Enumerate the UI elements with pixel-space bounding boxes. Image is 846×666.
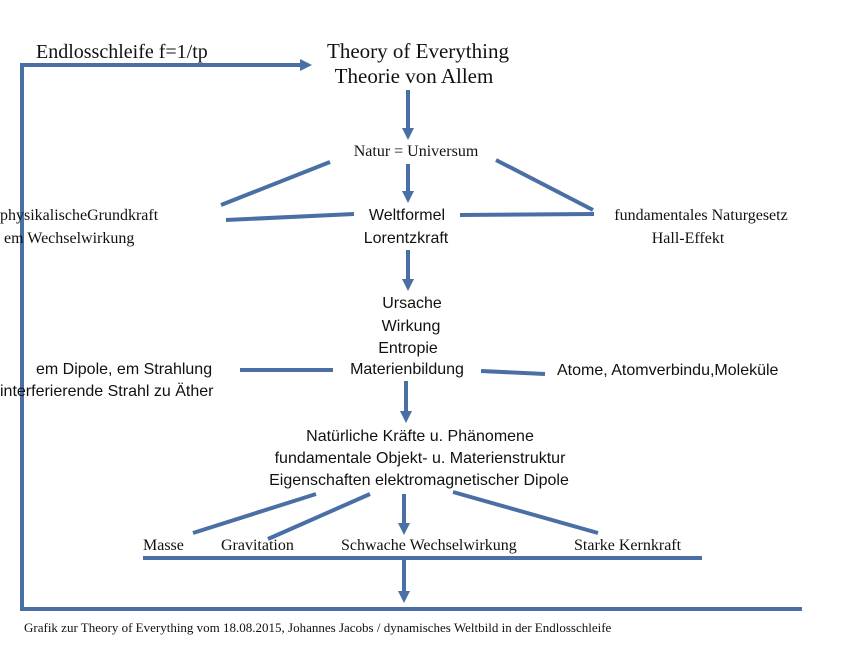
wirkung-label: Wirkung	[381, 318, 441, 335]
left-lower-line2: interferierende Strahl zu Äther	[0, 383, 214, 400]
line-natur-to-left	[220, 160, 331, 207]
line-to-masse	[192, 492, 317, 535]
natural-block-line1: Natürliche Kräfte u. Phänomene	[306, 428, 534, 445]
ursache-label: Ursache	[382, 295, 442, 312]
center-mid-line1: Weltformel	[368, 207, 446, 224]
natural-block-line3: Eigenschaften elektromagnetischer Dipole	[269, 472, 569, 489]
line-to-gravitation	[267, 492, 371, 541]
loop-label: Endlosschleife f=1/tp	[36, 41, 208, 63]
force-starke: Starke Kernkraft	[574, 537, 682, 554]
title-german: Theorie von Allem	[334, 64, 494, 88]
natur-universum-label: Natur = Universum	[353, 143, 479, 160]
left-lower-line1: em Dipole, em Strahlung	[36, 361, 213, 378]
line-natur-to-right	[495, 158, 594, 212]
materienbildung-label: Materienbildung	[350, 361, 464, 378]
line-materien-to-right-lower	[480, 369, 546, 376]
force-schwache: Schwache Wechselwirkung	[341, 537, 517, 554]
force-masse: Masse	[143, 537, 184, 554]
title-english: Theory of Everything	[327, 39, 509, 63]
natural-block-line2: fundamentale Objekt- u. Materienstruktur	[274, 450, 566, 467]
line-weltformel-to-right	[459, 212, 595, 217]
entropie-label: Entropie	[378, 340, 438, 357]
line-left-to-weltformel	[225, 212, 355, 222]
right-mid-line1: fundamentales Naturgesetz	[614, 207, 788, 224]
line-to-starke	[452, 490, 599, 535]
force-gravitation: Gravitation	[221, 537, 294, 554]
left-mid-line1: physikalischeGrundkraft	[0, 207, 159, 224]
caption: Grafik zur Theory of Everything vom 18.0…	[24, 620, 612, 635]
right-lower-label: Atome, Atomverbindu,Moleküle	[557, 362, 779, 379]
left-mid-line2: em Wechselwirkung	[4, 230, 135, 247]
right-mid-line2: Hall-Effekt	[651, 230, 725, 247]
center-mid-line2: Lorentzkraft	[363, 230, 449, 247]
